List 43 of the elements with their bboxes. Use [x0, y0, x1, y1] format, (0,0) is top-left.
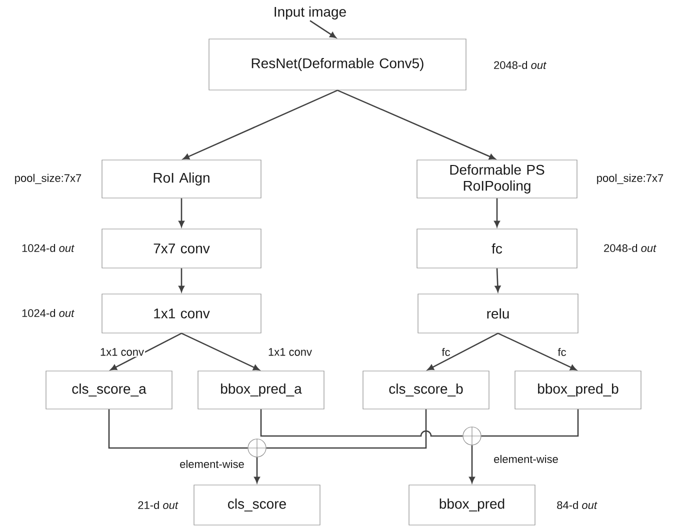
arrow — [494, 268, 501, 292]
process-box: cls_score_b — [362, 370, 490, 410]
side-note: 84-d out — [557, 500, 598, 510]
edge-label: 1x1 conv — [99, 347, 146, 357]
arrow — [254, 457, 260, 484]
arrow — [110, 332, 182, 370]
process-box: fc — [416, 228, 578, 268]
arrow — [498, 332, 577, 370]
process-box: cls_score_a — [46, 370, 172, 410]
process-box: RoI Align — [102, 160, 262, 198]
arrow — [469, 445, 475, 484]
edge-label: fc — [440, 346, 452, 358]
process-box: bbox_pred — [408, 484, 536, 526]
arrow — [178, 198, 184, 228]
process-box: 7x7 conv — [102, 228, 262, 268]
edge-label: 1x1 conv — [267, 347, 314, 357]
arrow — [181, 332, 260, 370]
side-note: pool_size:7x7 — [597, 174, 664, 184]
process-box: 1x1 conv — [102, 294, 262, 334]
side-note: 1024-d out — [22, 308, 74, 318]
edge-label: element-wise — [178, 458, 246, 470]
arrow — [494, 198, 500, 228]
process-box: ResNet(Deformable Conv5) — [208, 38, 466, 90]
side-note: pool_size:7x7 — [15, 174, 82, 184]
side-note: 2048-d out — [604, 244, 656, 252]
arrow — [182, 90, 338, 160]
sum-circle — [247, 438, 267, 458]
process-box: bbox_pred_a — [198, 370, 324, 410]
arrow — [427, 332, 498, 370]
side-note: 2048-d out — [494, 60, 546, 70]
process-box: cls_score — [194, 484, 320, 526]
arrow — [310, 20, 336, 38]
arrow — [337, 90, 496, 160]
process-box: relu — [418, 294, 578, 334]
process-box: Deformable PS RoIPooling — [416, 160, 578, 198]
edge-label: element-wise — [492, 454, 560, 464]
process-box: bbox_pred_b — [514, 370, 642, 410]
arrow — [178, 268, 184, 292]
side-note: 1024-d out — [22, 244, 74, 252]
input-label: Input image — [274, 6, 346, 20]
side-note: 21-d out — [138, 500, 178, 510]
sum-circle — [462, 426, 482, 446]
edge-label: fc — [556, 346, 568, 358]
